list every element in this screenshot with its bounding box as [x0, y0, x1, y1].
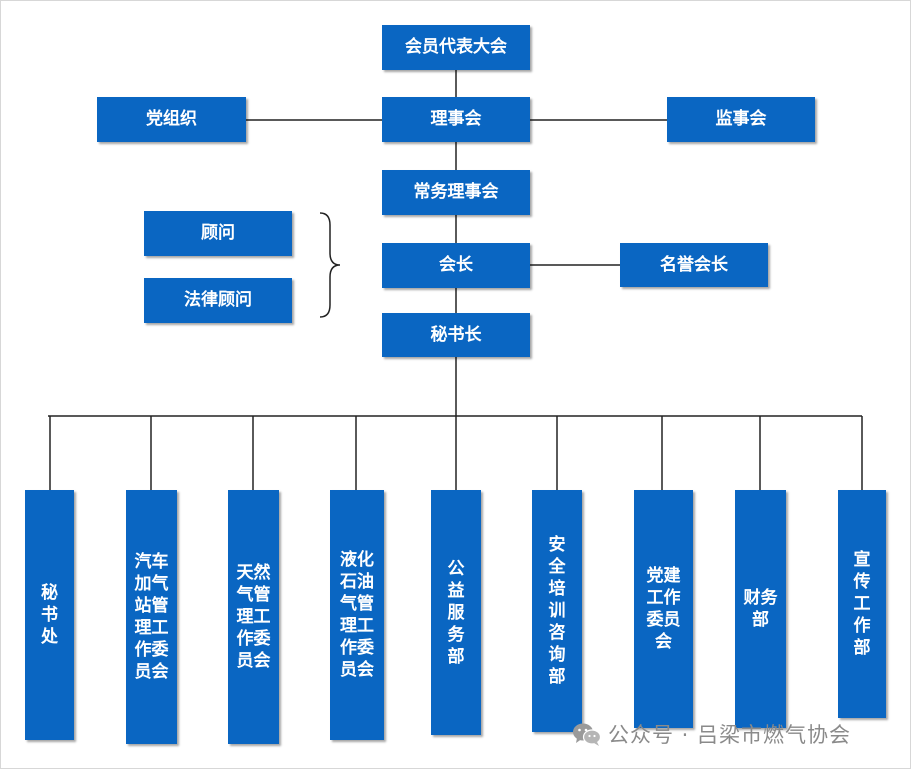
node-party-label: 党组织: [146, 109, 197, 129]
node-president-label: 会长: [439, 255, 473, 275]
dept-lpg-committee-label: 液化石油气管理工作委员会: [340, 550, 374, 680]
dept-safety-training: 安全培训咨询部: [532, 490, 582, 732]
dept-finance-label: 财务部: [743, 588, 778, 630]
dept-refueling-committee-label: 汽车加气站管理工作委员会: [134, 552, 169, 682]
node-legal-advisor-label: 法律顾问: [184, 290, 252, 310]
dept-secretariat-label: 秘书处: [41, 583, 58, 647]
dept-publicity: 宣传工作部: [838, 490, 886, 718]
dept-publicity-label: 宣传工作部: [853, 550, 871, 658]
dept-natural-gas-committee-label: 天然气管理工作委员会: [236, 563, 271, 671]
watermark-text: 公众号 · 吕梁市燃气协会: [608, 723, 852, 747]
dept-secretariat: 秘书处: [25, 490, 74, 740]
node-standing: 常务理事会: [382, 170, 530, 215]
node-standing-label: 常务理事会: [413, 182, 499, 202]
watermark: 公众号 · 吕梁市燃气协会: [572, 720, 851, 748]
node-supervisors: 监事会: [667, 97, 815, 142]
node-president: 会长: [382, 243, 530, 288]
node-honorary-label: 名誉会长: [660, 254, 728, 275]
node-honorary: 名誉会长: [620, 243, 768, 287]
node-council: 理事会: [382, 97, 530, 142]
node-secretary-general-label: 秘书长: [430, 324, 482, 345]
dept-public-service: 公益服务部: [431, 490, 481, 735]
dept-party-building: 党建工作委员会: [634, 490, 693, 728]
node-assembly-label: 会员代表大会: [405, 37, 507, 57]
dept-safety-training-label: 安全培训咨询部: [548, 535, 566, 687]
node-legal-advisor: 法律顾问: [144, 278, 292, 323]
dept-natural-gas-committee: 天然气管理工作委员会: [228, 490, 279, 744]
dept-public-service-label: 公益服务部: [447, 558, 465, 667]
node-party: 党组织: [97, 97, 246, 142]
node-advisor-label: 顾问: [201, 223, 235, 243]
dept-lpg-committee: 液化石油气管理工作委员会: [330, 490, 384, 740]
node-secretary-general: 秘书长: [382, 313, 530, 357]
node-assembly: 会员代表大会: [382, 25, 530, 70]
dept-party-building-label: 党建工作委员会: [646, 566, 681, 652]
advisor-brace: [319, 212, 341, 318]
node-supervisors-label: 监事会: [715, 109, 767, 129]
dept-finance: 财务部: [735, 490, 786, 728]
wechat-icon: [573, 723, 602, 746]
node-council-label: 理事会: [430, 109, 482, 129]
dept-refueling-committee: 汽车加气站管理工作委员会: [126, 490, 177, 744]
node-advisor: 顾问: [144, 211, 292, 256]
